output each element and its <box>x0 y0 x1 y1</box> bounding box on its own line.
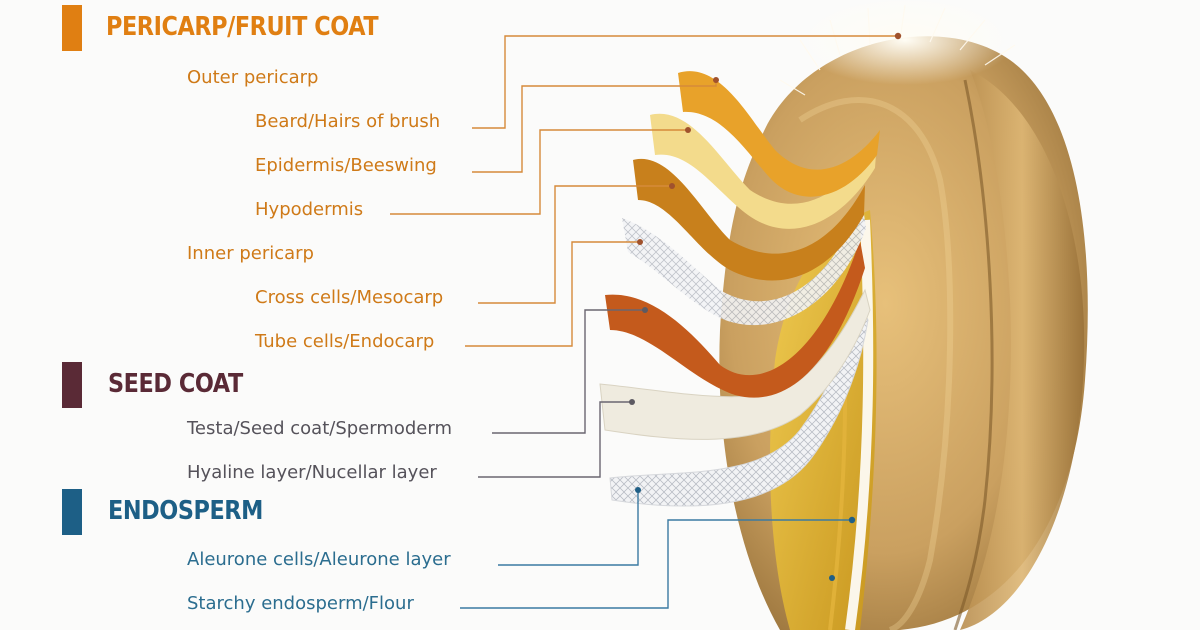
label-tube-cells: Tube cells/Endocarp <box>255 331 435 352</box>
epidermis-layer <box>650 113 877 229</box>
kernel-left-highlight <box>798 97 954 630</box>
peeled-layers <box>599 71 880 507</box>
leader-epidermis <box>472 80 717 173</box>
pericarp-marker <box>62 5 82 51</box>
hypodermis-layer <box>633 158 865 281</box>
label-epidermis: Epidermis/Beeswing <box>255 155 437 176</box>
kernel-crease <box>953 79 994 630</box>
endosperm-heading: ENDOSPERM <box>108 496 263 526</box>
label-cross-cells: Cross cells/Mesocarp <box>255 287 444 308</box>
tube-cells-layer <box>605 240 865 398</box>
label-aleurone: Aleurone cells/Aleurone layer <box>187 549 451 570</box>
leader-lines <box>390 35 898 609</box>
label-inner-pericarp: Inner pericarp <box>187 243 314 264</box>
leader-aleurone <box>498 490 639 566</box>
leader-cross-cells <box>478 185 672 304</box>
pericarp-heading: PERICARP/FRUIT COAT <box>106 12 379 42</box>
leader-starchy <box>460 519 852 609</box>
cross-cells-layer <box>622 200 866 326</box>
leader-hyaline <box>478 401 632 478</box>
brush-hairs <box>795 0 1015 85</box>
seed-coat-marker <box>62 362 82 408</box>
leader-beard <box>472 35 898 129</box>
leader-dots <box>629 32 902 581</box>
seed-coat-heading: SEED COAT <box>108 369 243 399</box>
aleurone-band <box>845 219 874 630</box>
label-outer-pericarp: Outer pericarp <box>187 67 319 88</box>
label-testa: Testa/Seed coat/Spermoderm <box>187 418 452 439</box>
leader-testa <box>492 309 645 434</box>
endosperm-marker <box>62 489 82 535</box>
label-hyaline: Hyaline layer/Nucellar layer <box>187 462 437 483</box>
label-hypodermis: Hypodermis <box>255 199 364 220</box>
label-beard: Beard/Hairs of brush <box>255 111 441 132</box>
leader-hypodermis <box>390 129 688 215</box>
outer-pericarp-layer <box>678 71 880 197</box>
label-starchy: Starchy endosperm/Flour <box>187 593 414 614</box>
hyaline-layer <box>609 298 869 507</box>
kernel-right-lobe <box>960 70 1085 630</box>
leader-tube-cells <box>465 241 640 347</box>
